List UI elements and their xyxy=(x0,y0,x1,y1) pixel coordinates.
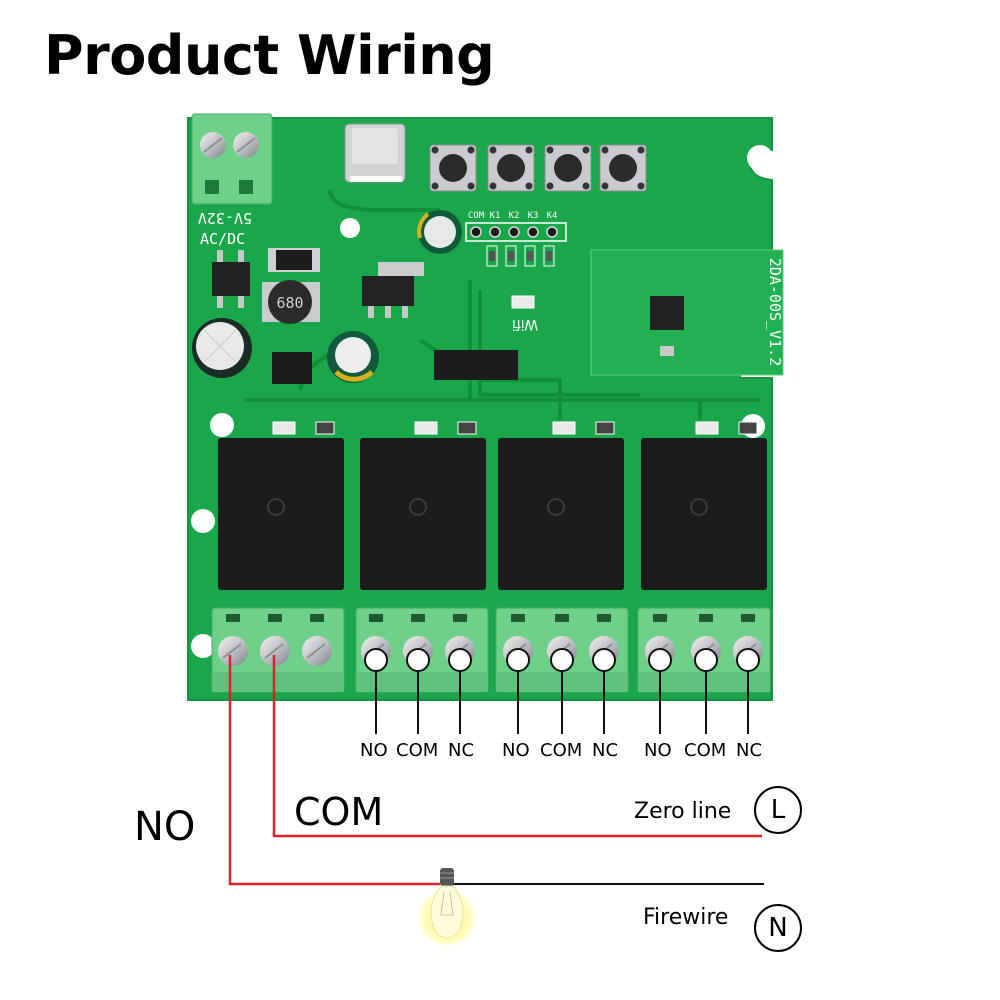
terminal-marker xyxy=(406,648,430,672)
power-voltage-label: 5V-32V xyxy=(198,209,252,227)
terminal-label: COM xyxy=(540,740,583,761)
tactile-button[interactable] xyxy=(487,144,535,192)
terminal-marker xyxy=(506,648,530,672)
no-wire-label: NO xyxy=(134,804,196,850)
terminal-label: NO xyxy=(644,740,672,761)
relay xyxy=(641,438,767,590)
terminal-marker xyxy=(592,648,616,672)
button-header: COM K1 K2 K3 K4 xyxy=(465,211,567,242)
header-pin xyxy=(470,226,482,238)
wifi-led xyxy=(511,295,535,309)
smd-resistor xyxy=(595,421,615,435)
inductor: 680 xyxy=(262,280,320,324)
status-led xyxy=(414,421,438,435)
terminal-marker xyxy=(648,648,672,672)
mounting-hole xyxy=(340,218,360,238)
no-wire xyxy=(228,655,440,886)
zero-line-symbol: L xyxy=(754,786,802,834)
smd-resistor xyxy=(505,245,517,267)
mounting-hole xyxy=(747,145,773,171)
regulator-chip xyxy=(212,250,250,308)
terminal-label: NO xyxy=(502,740,530,761)
status-led xyxy=(272,421,296,435)
relay xyxy=(498,438,624,590)
wifi-module xyxy=(590,249,784,376)
header-pin xyxy=(546,226,558,238)
capacitor xyxy=(192,318,252,378)
capacitor xyxy=(327,331,379,383)
smd-resistor xyxy=(738,421,758,435)
smd-resistor xyxy=(524,245,536,267)
usb-c-connector xyxy=(344,123,406,183)
terminal-marker xyxy=(694,648,718,672)
com-wire-label: COM xyxy=(294,790,384,834)
tactile-button[interactable] xyxy=(429,144,477,192)
header-pin xyxy=(508,226,520,238)
header-pin-label: K1 xyxy=(490,211,501,221)
tactile-button[interactable] xyxy=(544,144,592,192)
header-pin xyxy=(527,226,539,238)
status-led xyxy=(552,421,576,435)
terminal-label: NC xyxy=(736,740,763,761)
page-title: Product Wiring xyxy=(44,24,495,87)
terminal-label: COM xyxy=(396,740,439,761)
header-pin-label: K3 xyxy=(528,211,539,221)
wifi-label: Wifi xyxy=(512,316,538,332)
terminal-marker xyxy=(550,648,574,672)
relay xyxy=(218,438,344,590)
soic16-chip xyxy=(434,350,518,380)
relay xyxy=(360,438,486,590)
terminal-label: COM xyxy=(684,740,727,761)
inductor-marking: 680 xyxy=(276,294,303,312)
terminal-marker xyxy=(736,648,760,672)
terminal-label: NC xyxy=(448,740,475,761)
light-bulb-icon xyxy=(417,868,477,945)
firewire-symbol: N xyxy=(754,904,802,952)
smd-resistor xyxy=(486,245,498,267)
power-type-label: AC/DC xyxy=(200,230,245,248)
relay-terminal-block xyxy=(211,607,345,693)
capacitor xyxy=(417,210,462,254)
status-led xyxy=(695,421,719,435)
diode xyxy=(268,248,320,272)
header-pin-label: K4 xyxy=(547,211,558,221)
mounting-hole xyxy=(191,634,215,658)
smd-resistor xyxy=(543,245,555,267)
firewire-label: Firewire xyxy=(643,905,729,930)
terminal-marker xyxy=(364,648,388,672)
terminal-marker xyxy=(448,648,472,672)
soic8-chip xyxy=(272,352,312,384)
ldo-regulator xyxy=(362,262,424,318)
smd-resistor xyxy=(457,421,477,435)
smd-resistor xyxy=(315,421,335,435)
power-terminal-block xyxy=(191,113,273,205)
com-wire xyxy=(272,655,762,838)
mounting-hole xyxy=(191,509,215,533)
terminal-label: NO xyxy=(360,740,388,761)
zero-line-label: Zero line xyxy=(634,799,732,824)
module-label: 2DA-00S_V1.2 xyxy=(766,258,784,366)
terminal-label: NC xyxy=(592,740,619,761)
mounting-hole xyxy=(210,413,234,437)
header-pin-label: K2 xyxy=(509,211,520,221)
relay-terminal-block xyxy=(355,607,489,693)
tactile-button[interactable] xyxy=(599,144,647,192)
header-pin-label: COM xyxy=(468,211,485,221)
header-pin xyxy=(489,226,501,238)
